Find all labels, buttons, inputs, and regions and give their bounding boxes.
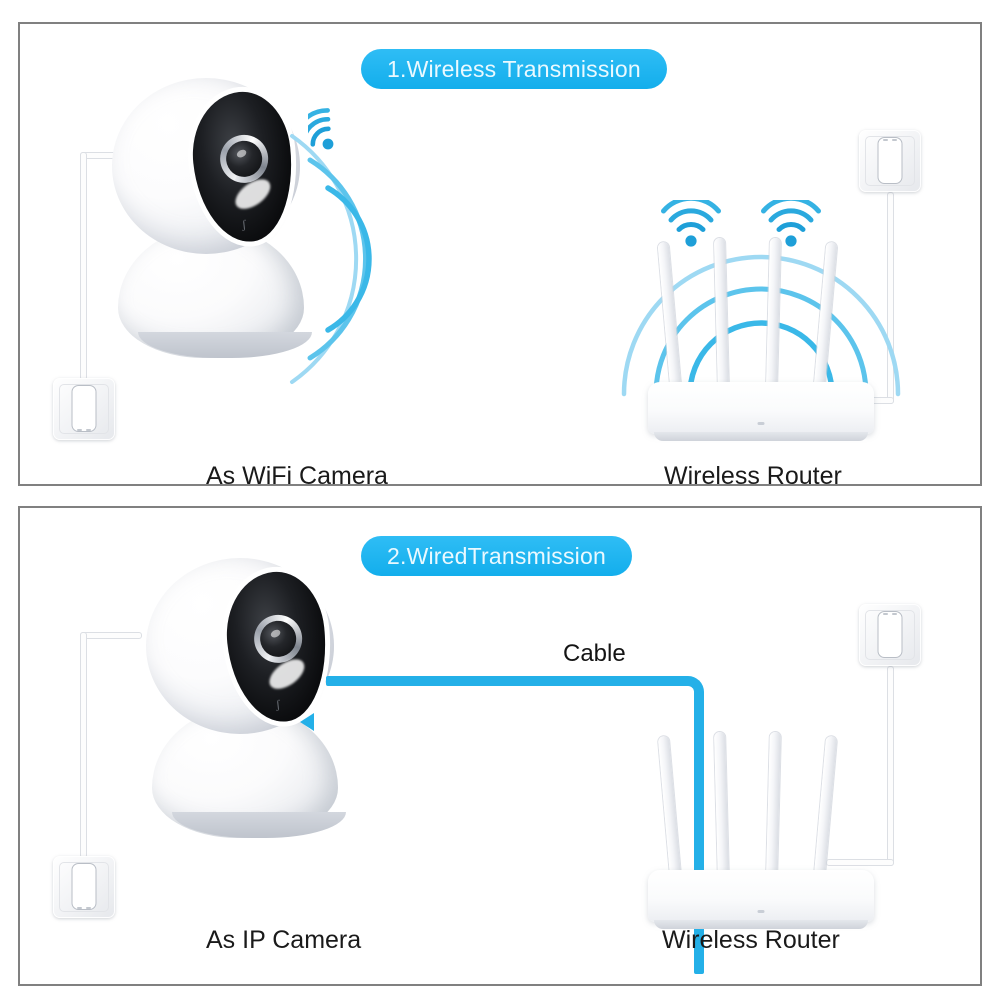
wireless-router-device-2 — [634, 726, 890, 929]
outlet-slot — [71, 863, 97, 910]
wall-outlet-icon-camera-2 — [53, 856, 115, 918]
router-antenna — [714, 731, 729, 879]
power-cord-camera-vertical — [80, 152, 87, 380]
caption-ip-camera: As IP Camera — [206, 926, 362, 954]
outlet-pin — [892, 613, 897, 615]
camera-lens-glint — [269, 628, 282, 640]
camera-lens-plate: ʃ — [220, 567, 334, 727]
router-antenna — [657, 735, 682, 879]
caption-wifi-camera: As WiFi Camera — [206, 462, 388, 484]
router-antenna — [813, 735, 838, 879]
panel-title-wired: 2.WiredTransmission — [361, 536, 632, 576]
panel-title-wireless: 1.Wireless Transmission — [361, 49, 667, 89]
caption-wireless-router-1: Wireless Router — [664, 462, 842, 484]
outlet-slot — [71, 385, 97, 432]
power-cord-router-horizontal-2 — [826, 859, 894, 866]
router-status-led — [757, 910, 765, 913]
camera-lens-ring — [251, 612, 305, 666]
camera-brand-logo: ʃ — [275, 697, 281, 712]
router-body — [648, 870, 874, 929]
outlet-pin — [77, 907, 82, 909]
power-cord-camera-vertical-2 — [80, 632, 87, 858]
outlet-pin — [883, 613, 888, 615]
outlet-slot — [877, 611, 903, 658]
camera-brand-logo: ʃ — [241, 217, 247, 232]
ethernet-cable-corner — [670, 676, 704, 710]
camera-head: ʃ — [146, 558, 334, 734]
router-body — [648, 382, 874, 441]
ethernet-cable-horizontal — [326, 676, 676, 686]
wall-outlet-icon-router — [859, 130, 921, 192]
wireless-signal-arcs-camera — [270, 114, 470, 404]
wifi-icon-router-left — [660, 200, 722, 250]
router-antenna — [657, 241, 682, 391]
cable-label: Cable — [563, 640, 626, 667]
wall-outlet-icon-router-2 — [859, 604, 921, 666]
outlet-pin — [77, 429, 82, 431]
power-cord-camera-horizontal-2 — [80, 632, 142, 639]
router-antenna — [766, 237, 781, 391]
router-antenna — [766, 731, 781, 879]
camera-base-foot — [172, 812, 346, 838]
caption-wireless-router-2: Wireless Router — [662, 926, 840, 954]
panel-wired-transmission: 2.WiredTransmission — [18, 506, 982, 986]
camera-lens-glint — [235, 148, 248, 160]
router-status-led — [757, 422, 765, 425]
outlet-pin — [86, 429, 91, 431]
outlet-pin — [86, 907, 91, 909]
outlet-slot — [877, 137, 903, 184]
camera-lens — [224, 139, 264, 179]
ethernet-cable-arrow-icon — [300, 713, 314, 731]
ip-camera-device: ʃ — [138, 554, 352, 854]
outlet-pin — [892, 139, 897, 141]
router-antenna — [714, 237, 729, 391]
panel-wireless-transmission: 1.Wireless Transmission — [18, 22, 982, 486]
wifi-camera-device: ʃ — [104, 74, 318, 374]
wireless-router-device — [634, 230, 890, 441]
wall-outlet-icon-camera — [53, 378, 115, 440]
camera-lens — [258, 619, 298, 659]
wifi-icon-router-right — [760, 200, 822, 250]
camera-head: ʃ — [112, 78, 300, 254]
ethernet-cable-vertical — [694, 704, 704, 974]
outlet-pin — [883, 139, 888, 141]
camera-lens-ring — [217, 132, 271, 186]
wifi-icon-camera — [308, 92, 380, 164]
router-antenna — [813, 241, 838, 391]
